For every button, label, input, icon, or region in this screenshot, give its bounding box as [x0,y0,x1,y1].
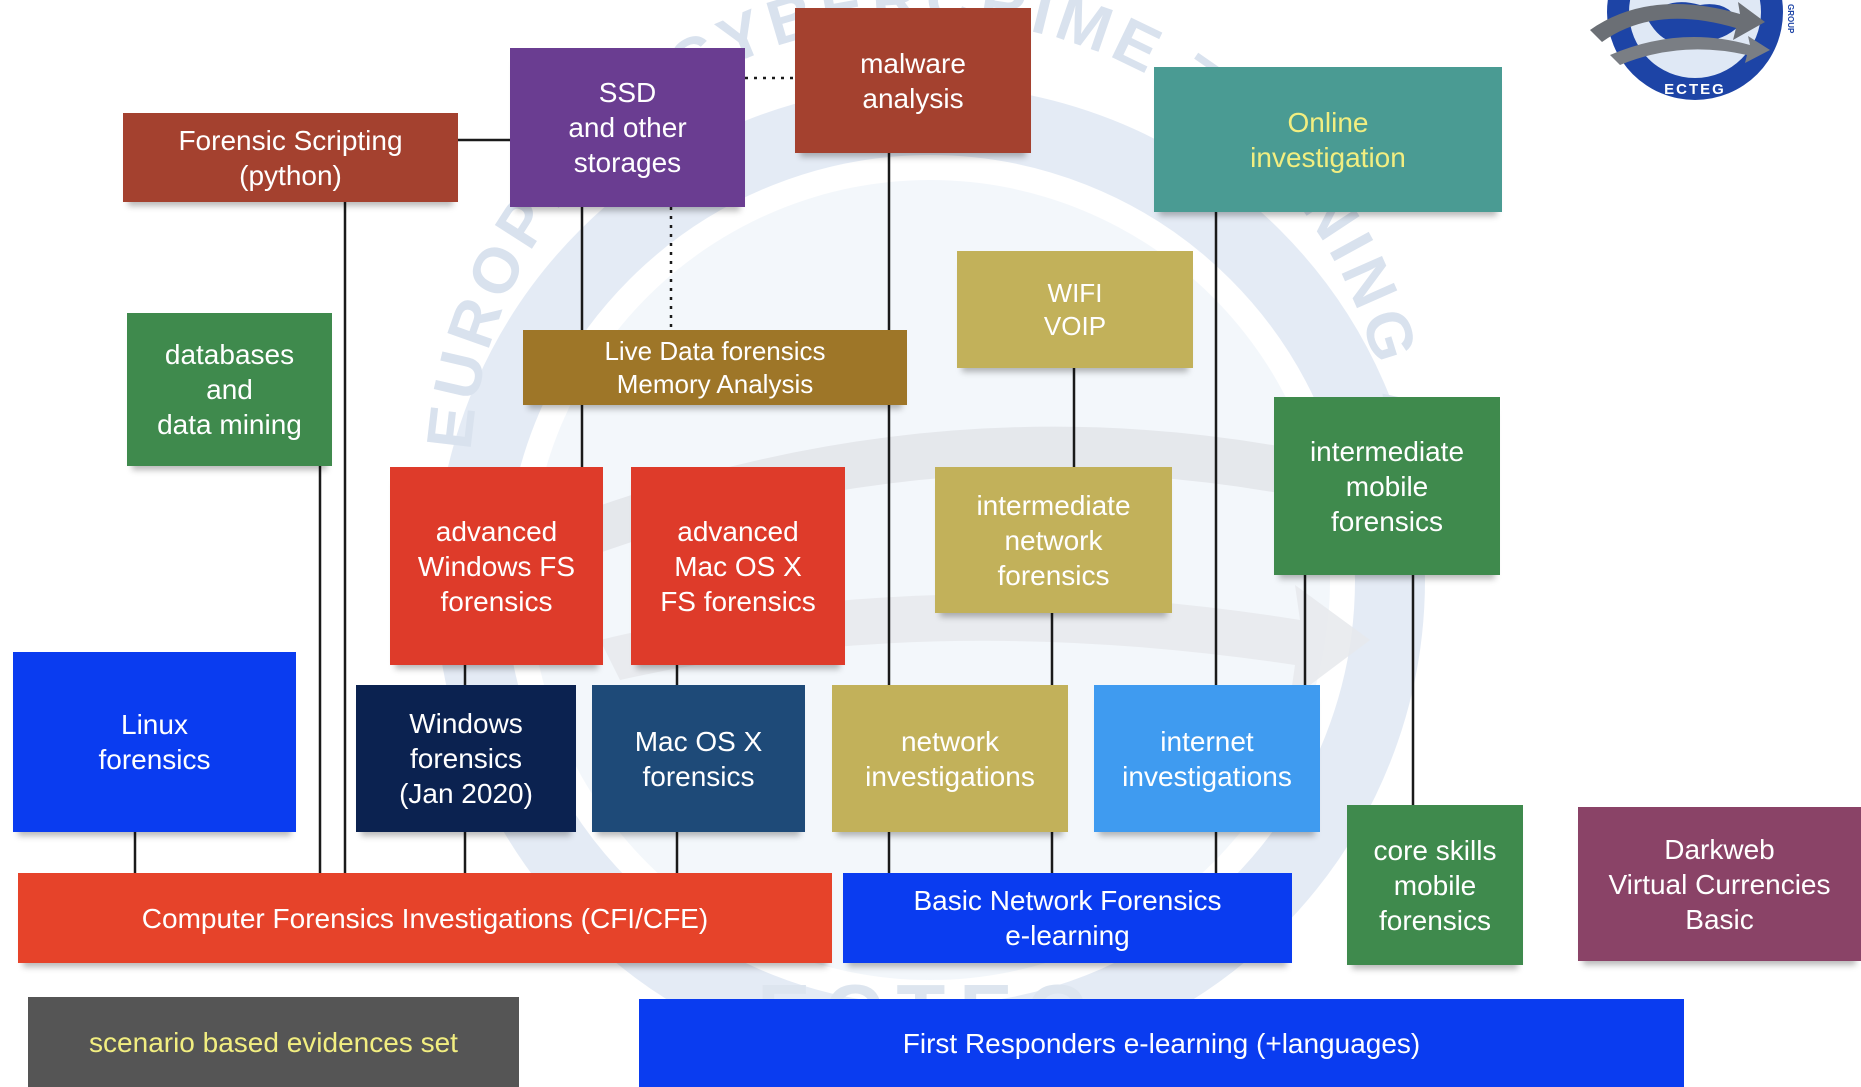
logo-arrow-lower-icon [1610,36,1770,65]
malware-analysis-box: malware analysis [795,8,1031,153]
online-investigation-box: Online investigation [1154,67,1502,212]
basic-network-forensics-box: Basic Network Forensics e-learning [843,873,1292,963]
mac-os-x-forensics-box: Mac OS X forensics [592,685,805,832]
network-investigations-box: network investigations [832,685,1068,832]
watermark-arrow [560,410,1370,560]
first-responders-box: First Responders e-learning (+languages) [639,999,1684,1087]
cfi-cfe-box: Computer Forensics Investigations (CFI/C… [18,873,832,963]
scenario-evidences-box: scenario based evidences set [28,997,519,1087]
linux-forensics-box: Linux forensics [13,652,296,832]
advanced-windows-fs-forensics-box: advanced Windows FS forensics [390,467,603,665]
logo-arrow-icon [1590,2,1765,42]
wifi-voip-box: WIFI VOIP [957,251,1193,368]
darkweb-virtual-currencies-box: Darkweb Virtual Currencies Basic [1578,807,1861,961]
intermediate-mobile-forensics-box: intermediate mobile forensics [1274,397,1500,575]
logo-side-text: GROUP [1786,4,1795,34]
ssd-storages-box: SSD and other storages [510,48,745,207]
windows-forensics-box: Windows forensics (Jan 2020) [356,685,576,832]
logo-ecteg-text: ECTEG [1664,81,1726,98]
internet-investigations-box: internet investigations [1094,685,1320,832]
ecteg-logo: ECTEG GROUP [1590,0,1795,100]
databases-data-mining-box: databases and data mining [127,313,332,466]
live-data-forensics-box: Live Data forensics Memory Analysis [523,330,907,405]
forensic-scripting-box: Forensic Scripting (python) [123,113,458,202]
core-skills-mobile-forensics-box: core skills mobile forensics [1347,805,1523,965]
advanced-mac-os-x-fs-forensics-box: advanced Mac OS X FS forensics [631,467,845,665]
intermediate-network-forensics-box: intermediate network forensics [935,467,1172,613]
